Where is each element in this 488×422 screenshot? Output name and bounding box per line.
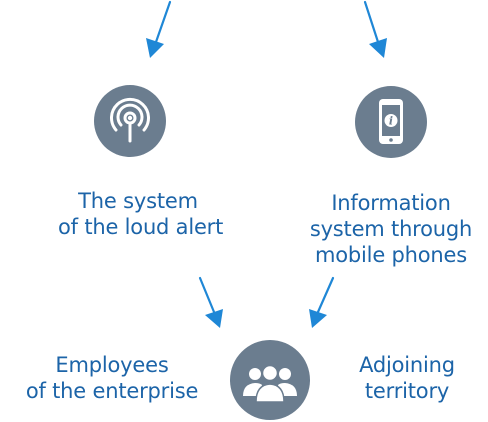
- employees-label: Employees of the enterprise: [2, 352, 222, 404]
- arrow-loud-alert-to-people: [198, 276, 223, 328]
- mobile-info-label-line-1: Information: [331, 191, 451, 215]
- antenna-broadcast-icon: [110, 97, 150, 143]
- arrow-to-loud-alert: [146, 0, 172, 58]
- mobile-info-node: i: [355, 86, 427, 158]
- employees-label-line-2: of the enterprise: [25, 379, 199, 403]
- loud-alert-label: The system of the loud alert: [58, 188, 224, 240]
- loud-alert-node: [94, 85, 166, 157]
- loud-alert-label-line-2: of the loud alert: [58, 215, 224, 239]
- mobile-info-label-line-3: mobile phones: [315, 243, 467, 267]
- mobile-phone-info-icon: i: [379, 99, 403, 144]
- people-group-icon: [243, 364, 297, 403]
- svg-text:i: i: [389, 115, 393, 128]
- mobile-info-label-line-2: system through: [309, 217, 473, 241]
- arrow-mobile-info-to-people: [309, 276, 335, 328]
- mobile-info-label: Information system through mobile phones: [296, 190, 486, 268]
- territory-label: Adjoining territory: [344, 352, 470, 404]
- arrow-to-mobile-info: [363, 0, 387, 58]
- territory-label-line-2: territory: [364, 379, 450, 403]
- loud-alert-label-line-1: The system: [78, 189, 198, 213]
- territory-label-line-1: Adjoining: [359, 353, 455, 377]
- employees-label-line-1: Employees: [55, 353, 169, 377]
- people-node: [230, 340, 310, 420]
